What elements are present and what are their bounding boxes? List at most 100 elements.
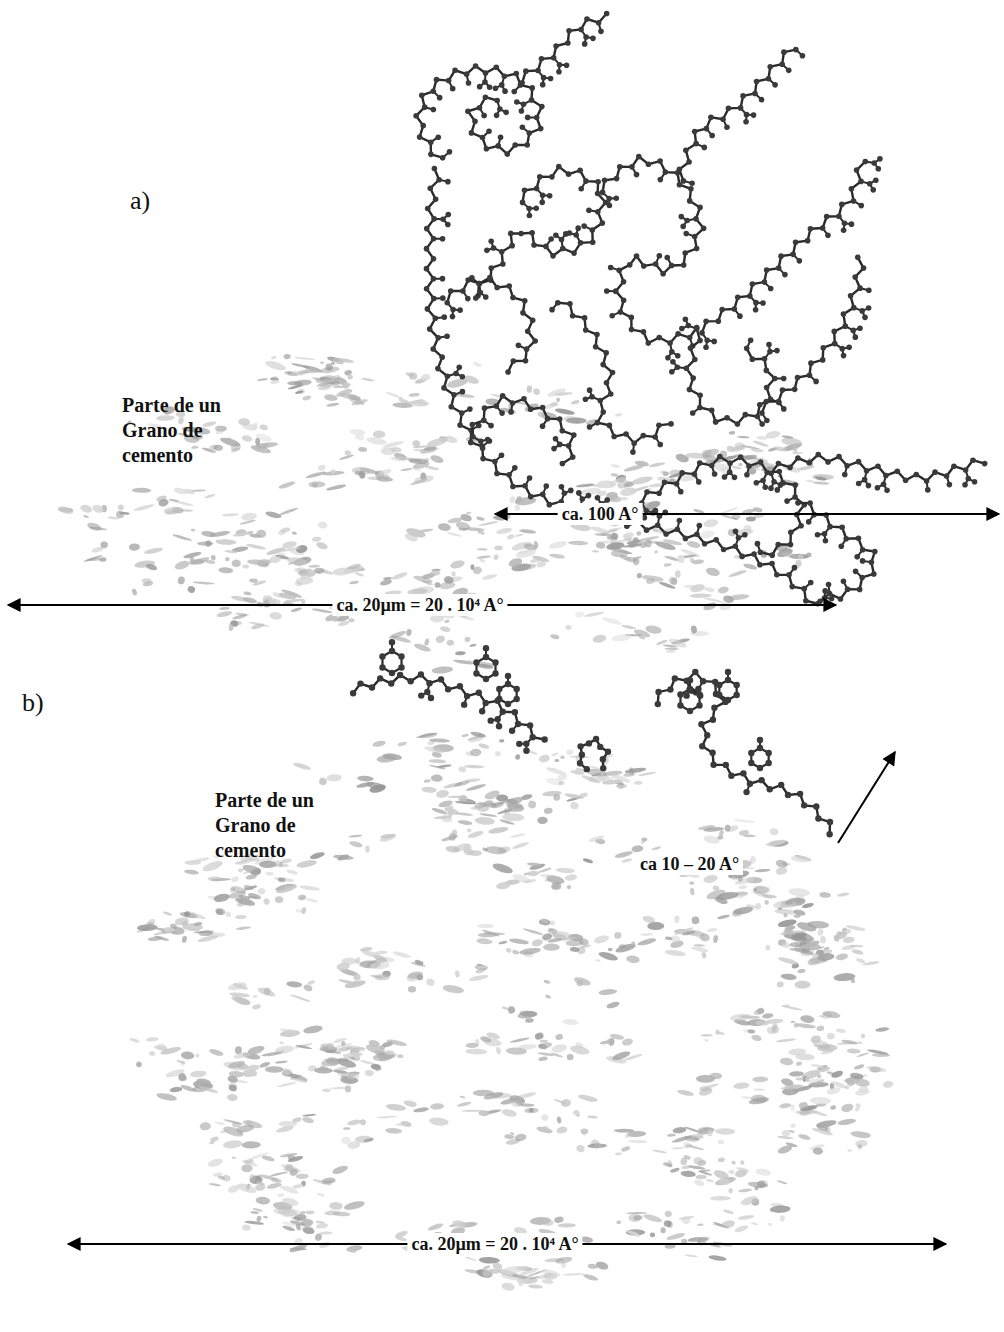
speckle bbox=[690, 887, 695, 895]
atom bbox=[596, 20, 602, 26]
atom bbox=[733, 692, 739, 698]
atom bbox=[807, 372, 813, 378]
atom bbox=[664, 255, 670, 261]
speckle bbox=[671, 577, 678, 585]
atom bbox=[551, 446, 557, 452]
atom bbox=[744, 346, 750, 352]
speckle bbox=[398, 396, 403, 401]
atom bbox=[440, 236, 446, 242]
atom bbox=[563, 231, 569, 237]
speckle bbox=[241, 434, 253, 443]
speckle bbox=[833, 972, 855, 982]
atom bbox=[540, 193, 546, 199]
speckle bbox=[496, 527, 513, 535]
speckle bbox=[478, 520, 498, 526]
atom bbox=[514, 99, 520, 105]
atom bbox=[856, 535, 862, 541]
atom bbox=[667, 340, 673, 346]
atom bbox=[851, 305, 857, 311]
speckle bbox=[295, 390, 304, 395]
atom bbox=[669, 369, 675, 375]
speckle bbox=[596, 959, 601, 962]
atom bbox=[866, 483, 872, 489]
atom bbox=[557, 416, 563, 422]
atom bbox=[441, 314, 447, 320]
polymer-chain bbox=[600, 154, 707, 361]
speckle bbox=[278, 480, 296, 490]
speckle bbox=[207, 877, 222, 882]
speckle bbox=[727, 528, 737, 537]
speckle bbox=[699, 529, 715, 540]
speckle bbox=[761, 465, 775, 472]
atom bbox=[488, 717, 494, 723]
speckle bbox=[780, 973, 797, 981]
speckle bbox=[575, 483, 594, 488]
atom bbox=[748, 760, 754, 766]
atom bbox=[488, 238, 494, 244]
atom bbox=[590, 239, 596, 245]
polymer-chain bbox=[699, 156, 883, 350]
speckle bbox=[218, 567, 233, 574]
speckle bbox=[202, 421, 217, 428]
atom bbox=[765, 750, 771, 756]
atom bbox=[778, 253, 784, 259]
atom bbox=[518, 231, 524, 237]
speckle bbox=[675, 570, 681, 578]
speckle bbox=[734, 454, 739, 457]
atom bbox=[820, 357, 826, 363]
polymer-chain bbox=[470, 393, 577, 466]
speckle bbox=[717, 586, 729, 595]
atom bbox=[662, 479, 668, 485]
atom bbox=[586, 208, 592, 214]
atom bbox=[692, 234, 698, 240]
atom bbox=[469, 130, 475, 136]
atom bbox=[652, 434, 658, 440]
speckle bbox=[608, 948, 613, 951]
atom bbox=[781, 49, 787, 55]
speckle bbox=[565, 625, 571, 630]
atom bbox=[709, 133, 715, 139]
speckle bbox=[697, 1160, 707, 1167]
speckle bbox=[244, 885, 258, 892]
speckle bbox=[741, 508, 755, 515]
atom bbox=[720, 116, 726, 122]
speckle bbox=[599, 1040, 611, 1045]
atom bbox=[509, 243, 515, 249]
atom bbox=[656, 423, 662, 429]
atom bbox=[398, 653, 404, 659]
atom bbox=[760, 300, 766, 306]
atom bbox=[541, 75, 547, 81]
speckle bbox=[593, 934, 610, 945]
speckle bbox=[621, 624, 636, 630]
atom bbox=[658, 177, 664, 183]
atom bbox=[663, 531, 669, 537]
speckle bbox=[619, 497, 628, 501]
speckle bbox=[287, 556, 307, 566]
atom bbox=[742, 532, 748, 538]
direction-arrow bbox=[838, 752, 895, 843]
atom bbox=[350, 690, 356, 696]
speckle bbox=[777, 1180, 788, 1185]
atom bbox=[786, 572, 792, 578]
speckle bbox=[679, 474, 698, 483]
atom bbox=[498, 134, 504, 140]
atom bbox=[903, 477, 909, 483]
atom bbox=[820, 345, 826, 351]
atom bbox=[947, 482, 953, 488]
atom bbox=[716, 692, 722, 698]
atom bbox=[951, 463, 957, 469]
atom bbox=[519, 108, 525, 114]
atom bbox=[595, 179, 601, 185]
atom bbox=[441, 385, 447, 391]
speckle bbox=[515, 548, 537, 559]
atom bbox=[431, 216, 437, 222]
atom bbox=[379, 653, 385, 659]
atom bbox=[483, 94, 489, 100]
speckle bbox=[210, 555, 216, 561]
speckle bbox=[440, 626, 452, 633]
speckle bbox=[515, 754, 520, 760]
speckle bbox=[790, 1021, 795, 1024]
atom bbox=[711, 339, 717, 345]
atom bbox=[751, 112, 757, 118]
atom bbox=[516, 741, 522, 747]
